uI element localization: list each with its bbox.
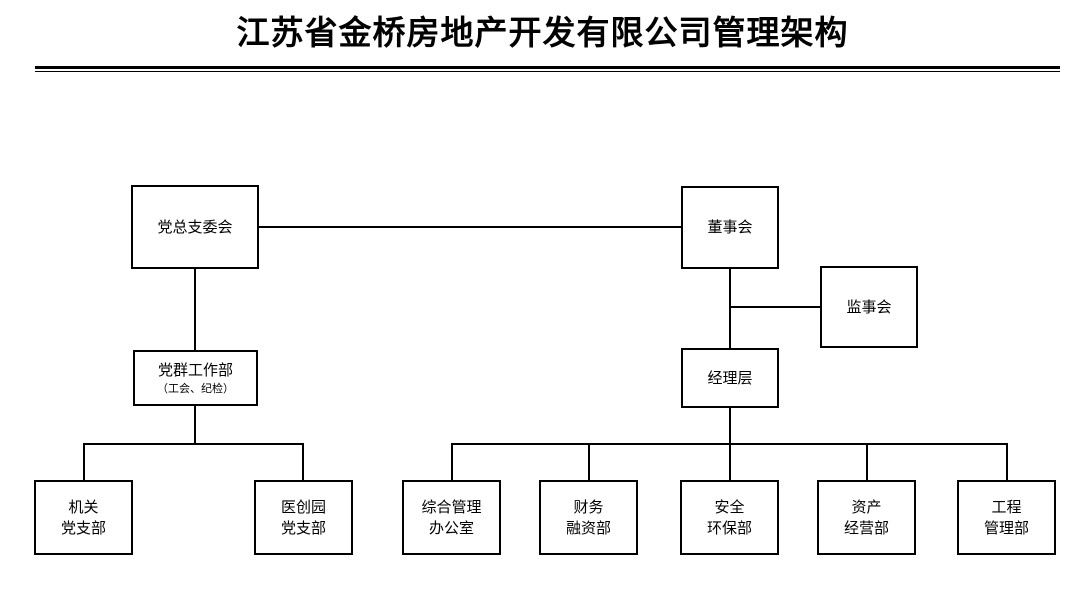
node-general-management-office[interactable]: 综合管理 办公室	[402, 480, 501, 555]
connector-left-branch-1	[83, 443, 85, 480]
node-finance-financing-dept-label-1: 财务	[573, 498, 604, 516]
title-rule-thick	[35, 66, 1060, 69]
title-rule-thin	[35, 71, 1060, 72]
node-party-work-dept[interactable]: 党群工作部 （工会、纪检）	[133, 350, 258, 406]
connector-board-to-management	[729, 268, 731, 348]
node-finance-financing-dept[interactable]: 财务 融资部	[539, 480, 638, 555]
node-general-management-office-label-1: 综合管理	[421, 498, 482, 516]
connector-right-branch-3	[729, 443, 731, 480]
node-party-work-dept-label: 党群工作部	[157, 361, 233, 379]
connector-board-to-supervisors	[729, 306, 820, 308]
node-board-of-directors[interactable]: 董事会	[681, 186, 779, 269]
connector-right-branch-2	[588, 443, 590, 480]
node-board-of-directors-label: 董事会	[707, 219, 753, 236]
node-management-layer[interactable]: 经理层	[681, 348, 779, 408]
node-party-committee[interactable]: 党总支委会	[131, 185, 259, 269]
node-general-management-office-label-2: 办公室	[428, 519, 474, 537]
node-medical-park-party-branch[interactable]: 医创园 党支部	[254, 480, 353, 555]
node-engineering-management-dept-label-2: 管理部	[983, 519, 1029, 537]
connector-left-bus	[83, 443, 304, 445]
node-asset-operation-dept[interactable]: 资产 经营部	[817, 480, 916, 555]
node-asset-operation-dept-label-1: 资产	[851, 498, 882, 516]
node-organ-party-branch[interactable]: 机关 党支部	[34, 480, 133, 555]
node-board-of-supervisors[interactable]: 监事会	[820, 266, 918, 348]
connector-right-branch-1	[451, 443, 453, 480]
node-organ-party-branch-label-2: 党支部	[60, 519, 106, 537]
node-party-work-dept-sublabel: （工会、纪检）	[157, 382, 234, 395]
connector-management-drop	[729, 408, 731, 445]
node-finance-financing-dept-label-2: 融资部	[565, 519, 611, 537]
node-medical-park-party-branch-label-1: 医创园	[280, 498, 326, 516]
node-safety-environment-dept-label-1: 安全	[714, 498, 745, 516]
node-asset-operation-dept-label-2: 经营部	[843, 519, 889, 537]
node-party-committee-label: 党总支委会	[157, 218, 233, 236]
node-engineering-management-dept-label-1: 工程	[991, 498, 1022, 516]
node-medical-park-party-branch-label-2: 党支部	[280, 519, 326, 537]
page-title: 江苏省金桥房地产开发有限公司管理架构	[236, 16, 849, 52]
node-safety-environment-dept-label-2: 环保部	[706, 519, 752, 537]
node-safety-environment-dept[interactable]: 安全 环保部	[680, 480, 779, 555]
node-management-layer-label: 经理层	[707, 369, 753, 387]
connector-workdept-drop	[194, 405, 196, 445]
connector-party-to-board	[259, 226, 681, 228]
connector-right-branch-5	[1006, 443, 1008, 480]
node-organ-party-branch-label-1: 机关	[68, 498, 99, 516]
node-board-of-supervisors-label: 监事会	[846, 298, 892, 316]
connector-party-to-workdept	[194, 268, 196, 350]
connector-right-branch-4	[866, 443, 868, 480]
node-engineering-management-dept[interactable]: 工程 管理部	[957, 480, 1056, 555]
connector-left-branch-2	[302, 443, 304, 480]
